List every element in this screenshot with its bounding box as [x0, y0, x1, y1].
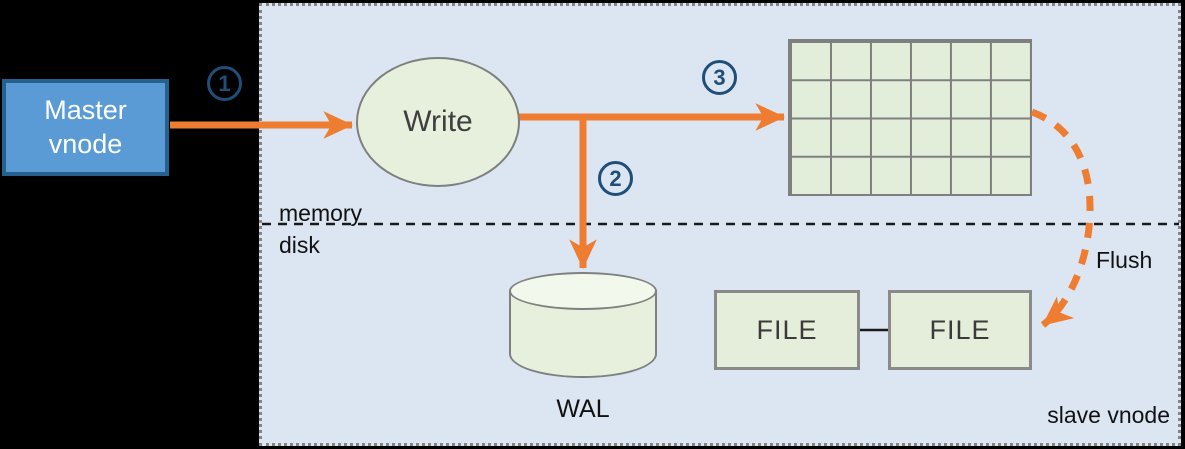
write-label: Write — [403, 105, 473, 138]
disk-label: disk — [279, 232, 320, 258]
wal-cylinder-top — [509, 272, 657, 310]
memtable-grid — [788, 39, 1032, 196]
flush-label: Flush — [1096, 247, 1153, 273]
file-right-label: FILE — [929, 314, 991, 345]
write-node: Write — [356, 57, 520, 187]
step-2-badge: 2 — [598, 161, 633, 196]
file-box-right: FILE — [888, 290, 1032, 370]
file-box-left: FILE — [714, 290, 860, 370]
master-vnode-label: Master vnode — [44, 94, 127, 159]
file-left-label: FILE — [756, 314, 818, 345]
step-1-number: 1 — [218, 70, 231, 96]
wal-cylinder — [509, 272, 657, 378]
memory-label: memory — [279, 200, 363, 226]
step-1-badge: 1 — [207, 66, 242, 101]
wal-label: WAL — [556, 395, 610, 423]
master-vnode-box: Master vnode — [2, 79, 169, 176]
step-3-number: 3 — [713, 64, 726, 90]
step-2-number: 2 — [609, 165, 622, 191]
step-3-badge: 3 — [702, 60, 737, 95]
slave-vnode-label: slave vnode — [1047, 402, 1170, 428]
